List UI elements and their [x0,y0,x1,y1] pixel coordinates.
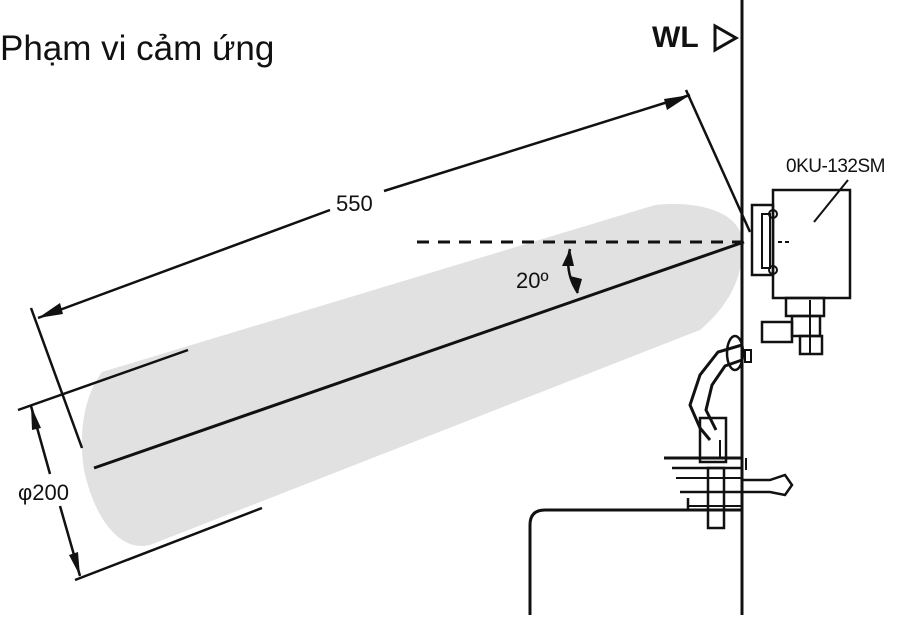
sensing-zone [81,204,743,546]
length-extension-line-left [29,307,84,449]
model-leader-line [813,179,849,223]
angle-arrow-bottom [570,276,582,293]
sensor-unit [750,188,852,356]
length-label: 550 [336,191,373,216]
model-label: 0KU-132SM [786,156,885,177]
pipe-fixture [664,334,794,530]
water-level-triangle-icon [713,23,740,53]
sensor-axis-line [93,240,745,470]
length-dimension-line-left [37,208,331,320]
diameter-extension-line-bottom [74,506,263,582]
length-arrow-left [38,303,63,318]
length-extension-line-right [684,89,752,233]
diameter-extension-line-top [17,348,189,412]
water-level-label: WL [652,21,699,54]
length-dimension-line-right [383,93,691,193]
diameter-label: φ200 [18,480,69,505]
diameter-arrow-top [31,406,41,430]
diagram-title: Phạm vi cảm ứng [0,29,274,68]
angle-arrow-top [562,249,574,266]
basin-outline [528,508,742,615]
angle-label: 20º [516,268,549,293]
diameter-arrow-bottom [69,552,80,576]
length-arrow-right [664,95,690,110]
